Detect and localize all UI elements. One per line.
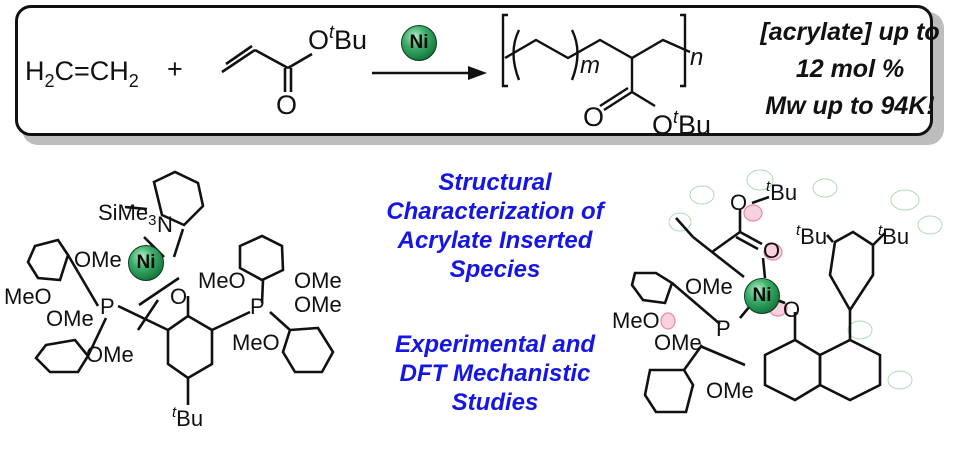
heading-mechanistic-studies: Experimental and DFT Mechanistic Studies bbox=[360, 330, 630, 417]
right-naphthol-o: O bbox=[783, 297, 801, 322]
left-phenoxide-o: O bbox=[170, 284, 188, 309]
right-nickel-sphere: Ni bbox=[744, 278, 780, 314]
claim-acrylate-incorporation: [acrylate] up to bbox=[760, 18, 940, 46]
nickel-catalyst-sphere: Ni bbox=[401, 25, 437, 61]
right-ome-1: OMe bbox=[685, 274, 733, 299]
left-tbu-label: tBu bbox=[172, 404, 204, 431]
heading-line: Species bbox=[449, 256, 541, 283]
left-pyridine-n: N bbox=[157, 212, 173, 237]
right-phosphorus: P bbox=[716, 316, 731, 341]
left-sime3-label: SiMe3 bbox=[98, 200, 157, 229]
right-ome-3: OMe bbox=[706, 378, 754, 403]
heading-line: Structural bbox=[438, 169, 552, 196]
left-meo-1: MeO bbox=[4, 284, 52, 309]
right-tbu-ester: tBu bbox=[766, 178, 798, 205]
left-meo-3: MeO bbox=[232, 330, 280, 355]
polymer-m-subscript: m bbox=[580, 52, 600, 79]
acrylate-bonds bbox=[221, 44, 313, 92]
right-tbu-aryl-2: tBu bbox=[878, 222, 910, 249]
left-phosphorus-1: P bbox=[100, 294, 115, 319]
claim-mol-percent: 12 mol % bbox=[795, 55, 905, 83]
left-ome-4: OMe bbox=[294, 268, 342, 293]
heading-line: Studies bbox=[451, 389, 539, 416]
plus-sign: + bbox=[167, 54, 183, 84]
heading-line: Experimental and bbox=[394, 331, 596, 358]
right-carbonyl-o: O bbox=[763, 238, 781, 263]
right-ome-2: OMe bbox=[654, 330, 702, 355]
left-ome-3: OMe bbox=[86, 342, 134, 367]
acrylate-otbu-label: OtBu bbox=[308, 22, 368, 55]
polymer-carbonyl-oxygen: O bbox=[583, 102, 605, 132]
heading-line: DFT Mechanistic bbox=[399, 360, 591, 387]
heading-structural-characterization: Structural Characterization of Acrylate … bbox=[360, 168, 630, 284]
claim-molecular-weight: Mw up to 94K! bbox=[765, 92, 935, 120]
polymer-bonds bbox=[501, 13, 691, 112]
left-meo-2: MeO bbox=[198, 268, 246, 293]
right-ester-o: O bbox=[730, 190, 748, 215]
polymer-otbu-label: OtBu bbox=[652, 107, 712, 140]
left-phosphorus-2: P bbox=[250, 294, 265, 319]
left-nickel-sphere: Ni bbox=[128, 245, 164, 281]
performance-claims: [acrylate] up to 12 mol % Mw up to 94K! bbox=[760, 14, 940, 125]
heading-line: Acrylate Inserted bbox=[397, 227, 593, 254]
left-ome-1: OMe bbox=[74, 247, 122, 272]
ethylene-formula: H2C=CH2 bbox=[25, 56, 139, 91]
left-complex-bonds bbox=[26, 170, 335, 405]
left-ome-5: OMe bbox=[294, 292, 342, 317]
right-meo-1: MeO bbox=[612, 308, 660, 333]
reaction-arrow-head bbox=[468, 66, 487, 80]
right-tbu-aryl-1: tBu bbox=[796, 222, 828, 249]
polymer-n-subscript: n bbox=[690, 44, 704, 71]
heading-line: Characterization of bbox=[386, 198, 604, 225]
acrylate-carbonyl-oxygen: O bbox=[276, 90, 298, 120]
left-ome-2: OMe bbox=[46, 306, 94, 331]
right-thermal-ellipsoids bbox=[668, 169, 943, 390]
right-oxygen-ellipsoids bbox=[660, 204, 788, 330]
